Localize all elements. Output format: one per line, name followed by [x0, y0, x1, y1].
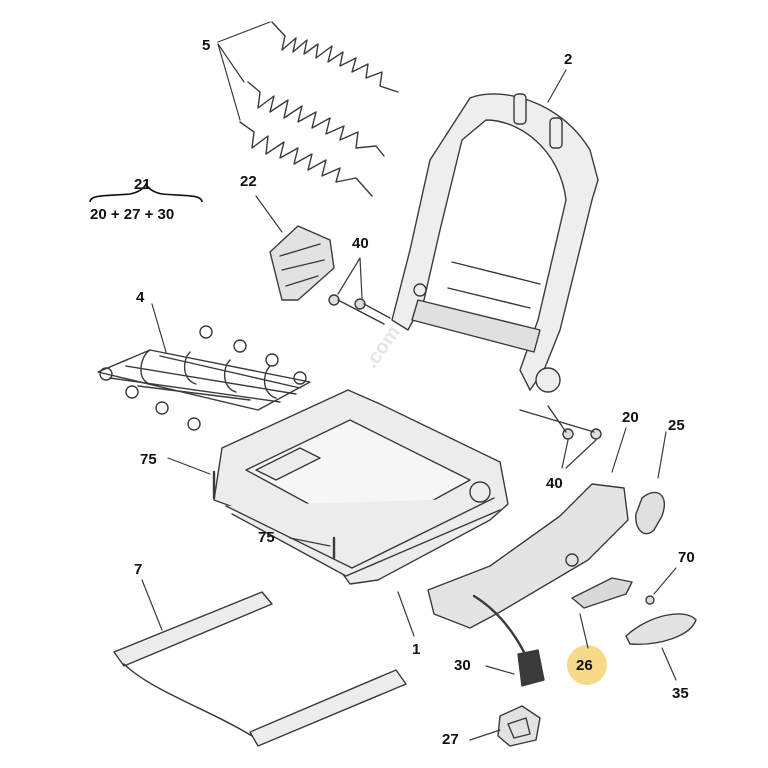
part-7-rails — [113, 591, 407, 747]
label-2: 2 — [564, 51, 573, 68]
part-4-spring-mat — [97, 325, 311, 431]
label-27: 27 — [442, 731, 459, 748]
part-26-lever — [571, 577, 633, 609]
highlight-circle — [567, 645, 607, 685]
part-5-springs — [239, 21, 399, 197]
part-22-cover — [269, 225, 335, 301]
label-70: 70 — [678, 549, 695, 566]
label-22: 22 — [240, 173, 257, 190]
label-7: 7 — [134, 561, 143, 578]
label-35: 35 — [672, 685, 689, 702]
label-30: 30 — [454, 657, 471, 674]
label-5: 5 — [202, 37, 211, 54]
label-75-left: 75 — [140, 451, 157, 468]
part-2-backrest-frame — [391, 93, 599, 393]
label-75-center: 75 — [258, 529, 275, 546]
label-26: 26 — [576, 657, 593, 674]
label-21-composition: 20 + 27 + 30 — [90, 206, 175, 223]
part-1-seat-frame — [213, 389, 509, 585]
label-21: 21 — [134, 176, 151, 193]
label-20: 20 — [622, 409, 639, 426]
label-40-top: 40 — [352, 235, 369, 252]
label-1: 1 — [412, 641, 421, 658]
label-25: 25 — [668, 417, 685, 434]
part-20-side-trim — [427, 483, 629, 629]
label-4: 4 — [136, 289, 145, 306]
label-40-bottom: 40 — [546, 475, 563, 492]
